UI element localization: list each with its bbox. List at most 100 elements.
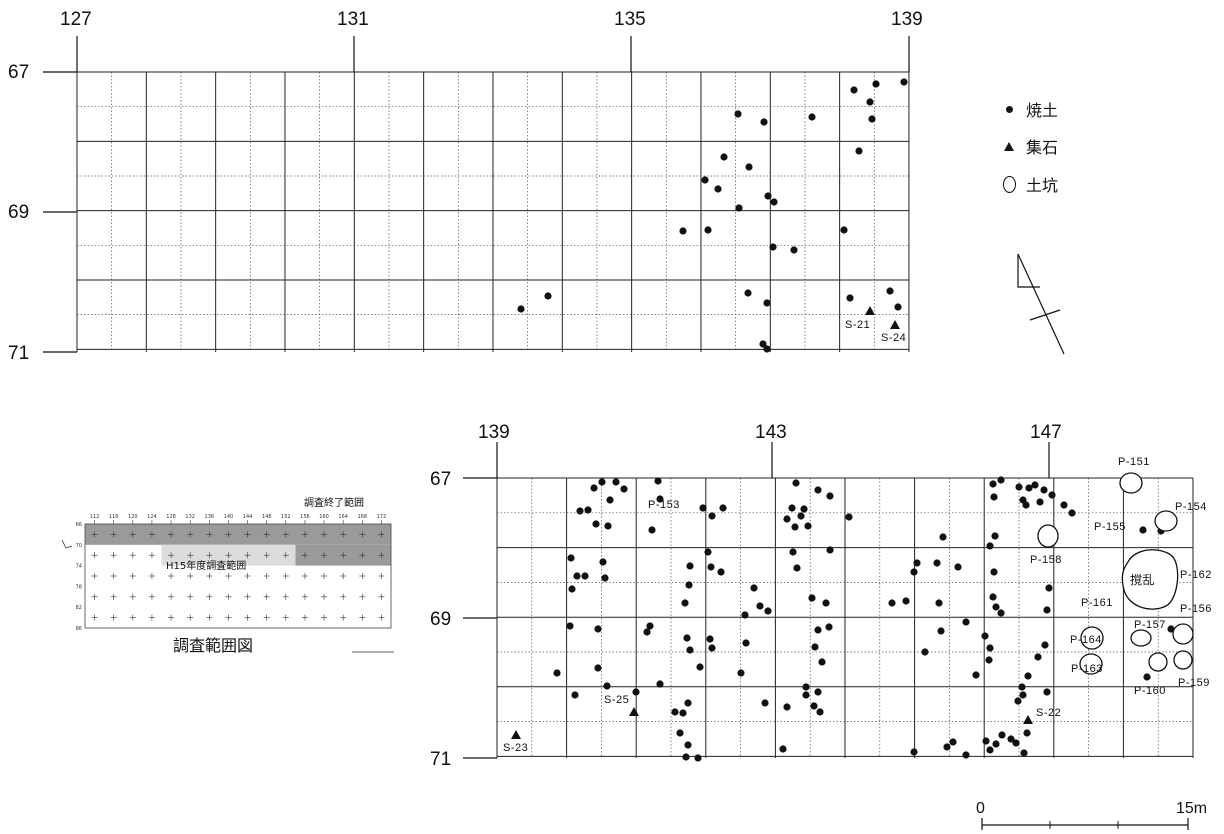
stone-marker: [511, 730, 521, 739]
burnt-soil-dot: [1024, 672, 1032, 680]
burnt-soil-dot: [646, 622, 654, 630]
burnt-soil-dot: [902, 597, 910, 605]
upper-x-label: 131: [337, 9, 369, 30]
burnt-soil-dot: [601, 574, 609, 582]
burnt-soil-dot: [1022, 501, 1030, 509]
burnt-soil-dot: [810, 702, 818, 710]
burnt-soil-dot: [576, 507, 584, 515]
upper-x-label: 127: [60, 9, 92, 30]
burnt-soil-dot: [845, 513, 853, 521]
burnt-soil-dot: [797, 512, 805, 520]
burnt-soil-dot: [791, 523, 799, 531]
inset-col-label: 124: [147, 514, 157, 520]
burnt-soil-dot: [1034, 653, 1042, 661]
upper-x-label: 139: [891, 9, 923, 30]
burnt-soil-dot: [992, 740, 1000, 748]
inset-col-label: 128: [166, 514, 176, 520]
burnt-soil-dot: [802, 683, 810, 691]
burnt-soil-dot: [790, 246, 798, 254]
legend-label: 土坑: [1026, 176, 1059, 195]
burnt-soil-dot: [826, 492, 834, 500]
legend-item-stone-cluster: 集石: [1000, 134, 1058, 158]
burnt-soil-dot: [818, 658, 826, 666]
pit-outline: [1080, 626, 1104, 650]
burnt-soil-dot: [997, 476, 1005, 484]
burnt-soil-dot: [684, 741, 692, 749]
burnt-soil-dot: [989, 480, 997, 488]
burnt-soil-dot: [737, 669, 745, 677]
inset-col-label: 168: [358, 514, 368, 520]
burnt-soil-dot: [603, 682, 611, 690]
burnt-soil-dot: [1139, 526, 1147, 534]
inset-row-label: 82: [76, 605, 82, 611]
stone-marker: [1023, 715, 1033, 724]
burnt-soil-dot: [811, 643, 819, 651]
inset-col-label: 132: [185, 514, 195, 520]
burnt-soil-dot: [1019, 691, 1027, 699]
burnt-soil-dot: [850, 86, 858, 94]
stone-label-s22: S-22: [1036, 707, 1062, 719]
burnt-soil-dot: [598, 478, 606, 486]
burnt-soil-dot: [939, 533, 947, 541]
burnt-soil-dot: [986, 644, 994, 652]
burnt-soil-dot: [671, 708, 679, 716]
burnt-soil-dot: [990, 568, 998, 576]
pit-outline: [1130, 629, 1152, 647]
inset-col-label: 152: [281, 514, 291, 520]
legend-label: 集石: [1026, 138, 1059, 157]
north-arrow-icon: [1017, 253, 1065, 355]
burnt-soil-dot: [763, 299, 771, 307]
legend-item-pit: 土坑: [1000, 172, 1058, 196]
burnt-soil-dot: [793, 564, 801, 572]
burnt-soil-dot: [632, 688, 640, 696]
burnt-soil-dot: [943, 743, 951, 751]
pit-label: P-160: [1134, 685, 1166, 697]
burnt-soil-dot: [1068, 509, 1076, 517]
triangle-icon: [1004, 141, 1014, 151]
upper-y-label: 67: [8, 62, 30, 83]
lower-x-label: 143: [755, 422, 787, 443]
inset-col-label: 140: [224, 514, 234, 520]
burnt-soil-dot: [866, 98, 874, 106]
pit-outline: [1148, 652, 1168, 672]
stone-label-s25: S-25: [604, 694, 630, 706]
upper-x-label: 135: [614, 9, 646, 30]
lower-x-label: 139: [478, 422, 510, 443]
burnt-soil-dot: [592, 520, 600, 528]
burnt-soil-dot: [814, 486, 822, 494]
burnt-soil-dot: [761, 699, 769, 707]
burnt-soil-dot: [566, 622, 574, 630]
burnt-soil-dot: [949, 738, 957, 746]
burnt-soil-dot: [808, 594, 816, 602]
burnt-soil-dot: [656, 495, 664, 503]
inset-north-icon: [61, 539, 73, 549]
burnt-soil-dot: [553, 669, 561, 677]
burnt-soil-dot: [1043, 688, 1051, 696]
scale-end-label: 15m: [1176, 800, 1208, 817]
burnt-soil-dot: [594, 664, 602, 672]
inset-col-label: 156: [300, 514, 310, 520]
lower-x-label: 147: [1030, 422, 1062, 443]
burnt-soil-dot: [683, 634, 691, 642]
burnt-soil-dot: [800, 505, 808, 513]
burnt-soil-dot: [822, 599, 830, 607]
burnt-soil-dot: [696, 663, 704, 671]
burnt-soil-dot: [1060, 501, 1068, 509]
burnt-soil-dot: [643, 628, 651, 636]
burnt-soil-dot: [855, 147, 863, 155]
stone-marker: [865, 306, 875, 315]
burnt-soil-dot: [910, 748, 918, 756]
burnt-soil-dot: [991, 532, 999, 540]
burnt-soil-dot: [986, 746, 994, 754]
burnt-soil-dot: [840, 226, 848, 234]
burnt-soil-dot: [590, 484, 598, 492]
burnt-soil-dot: [708, 644, 716, 652]
burnt-soil-dot: [982, 737, 990, 745]
pit-label: P-151: [1118, 456, 1150, 468]
burnt-soil-dot: [913, 559, 921, 567]
burnt-soil-dot: [763, 345, 771, 353]
burnt-soil-dot: [686, 562, 694, 570]
burnt-soil-dot: [704, 548, 712, 556]
